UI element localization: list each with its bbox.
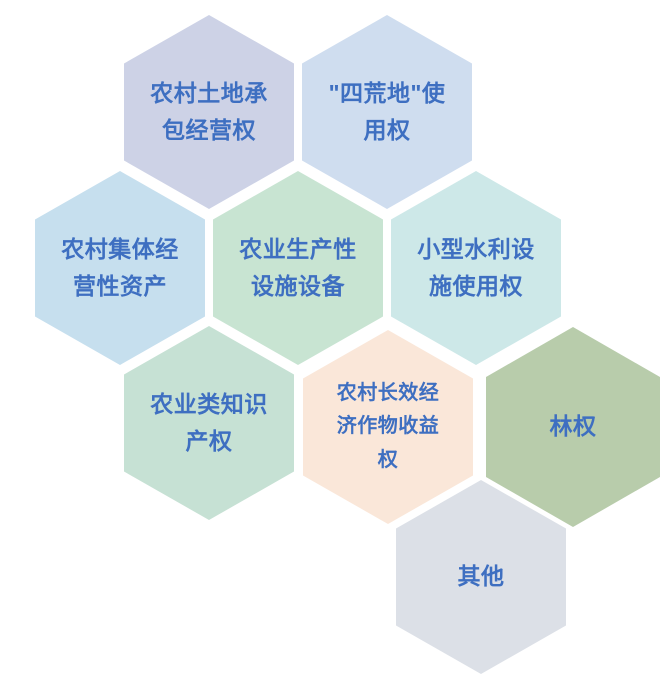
hexagon-label: 农村土地承 包经营权 — [150, 79, 268, 143]
hexagon-agricultural-production-facilities: 农业生产性 设施设备 — [213, 171, 383, 365]
hexagon-small-water-facilities-use-rights: 小型水利设 施使用权 — [391, 171, 561, 365]
hexagon-forest-rights: 林权 — [486, 327, 660, 527]
hexagon-label: 农村长效经 济作物收益 权 — [336, 381, 440, 471]
hexagon-label: 小型水利设 施使用权 — [417, 235, 535, 299]
hexagon-label: 其他 — [457, 563, 505, 590]
hexagon-label: 林权 — [549, 413, 597, 440]
hexagon-rural-land-contract-rights: 农村土地承 包经营权 — [124, 15, 294, 209]
hexagon-rural-collective-operating-assets: 农村集体经 营性资产 — [35, 171, 205, 365]
hexagon-other: 其他 — [396, 480, 566, 674]
hexagon-label: "四荒地"使 用权 — [328, 79, 446, 143]
hexagon-label: 农村集体经 营性资产 — [61, 235, 179, 299]
hexagon-rural-long-term-crop-income-rights: 农村长效经 济作物收益 权 — [303, 330, 473, 524]
hexagon-agricultural-ip-rights: 农业类知识 产权 — [124, 326, 294, 520]
hexagon-label: 农业类知识 产权 — [150, 390, 268, 454]
hexagon-label: 农业生产性 设施设备 — [239, 235, 357, 299]
hexagon-four-wastelands-use-rights: "四荒地"使 用权 — [302, 15, 472, 209]
